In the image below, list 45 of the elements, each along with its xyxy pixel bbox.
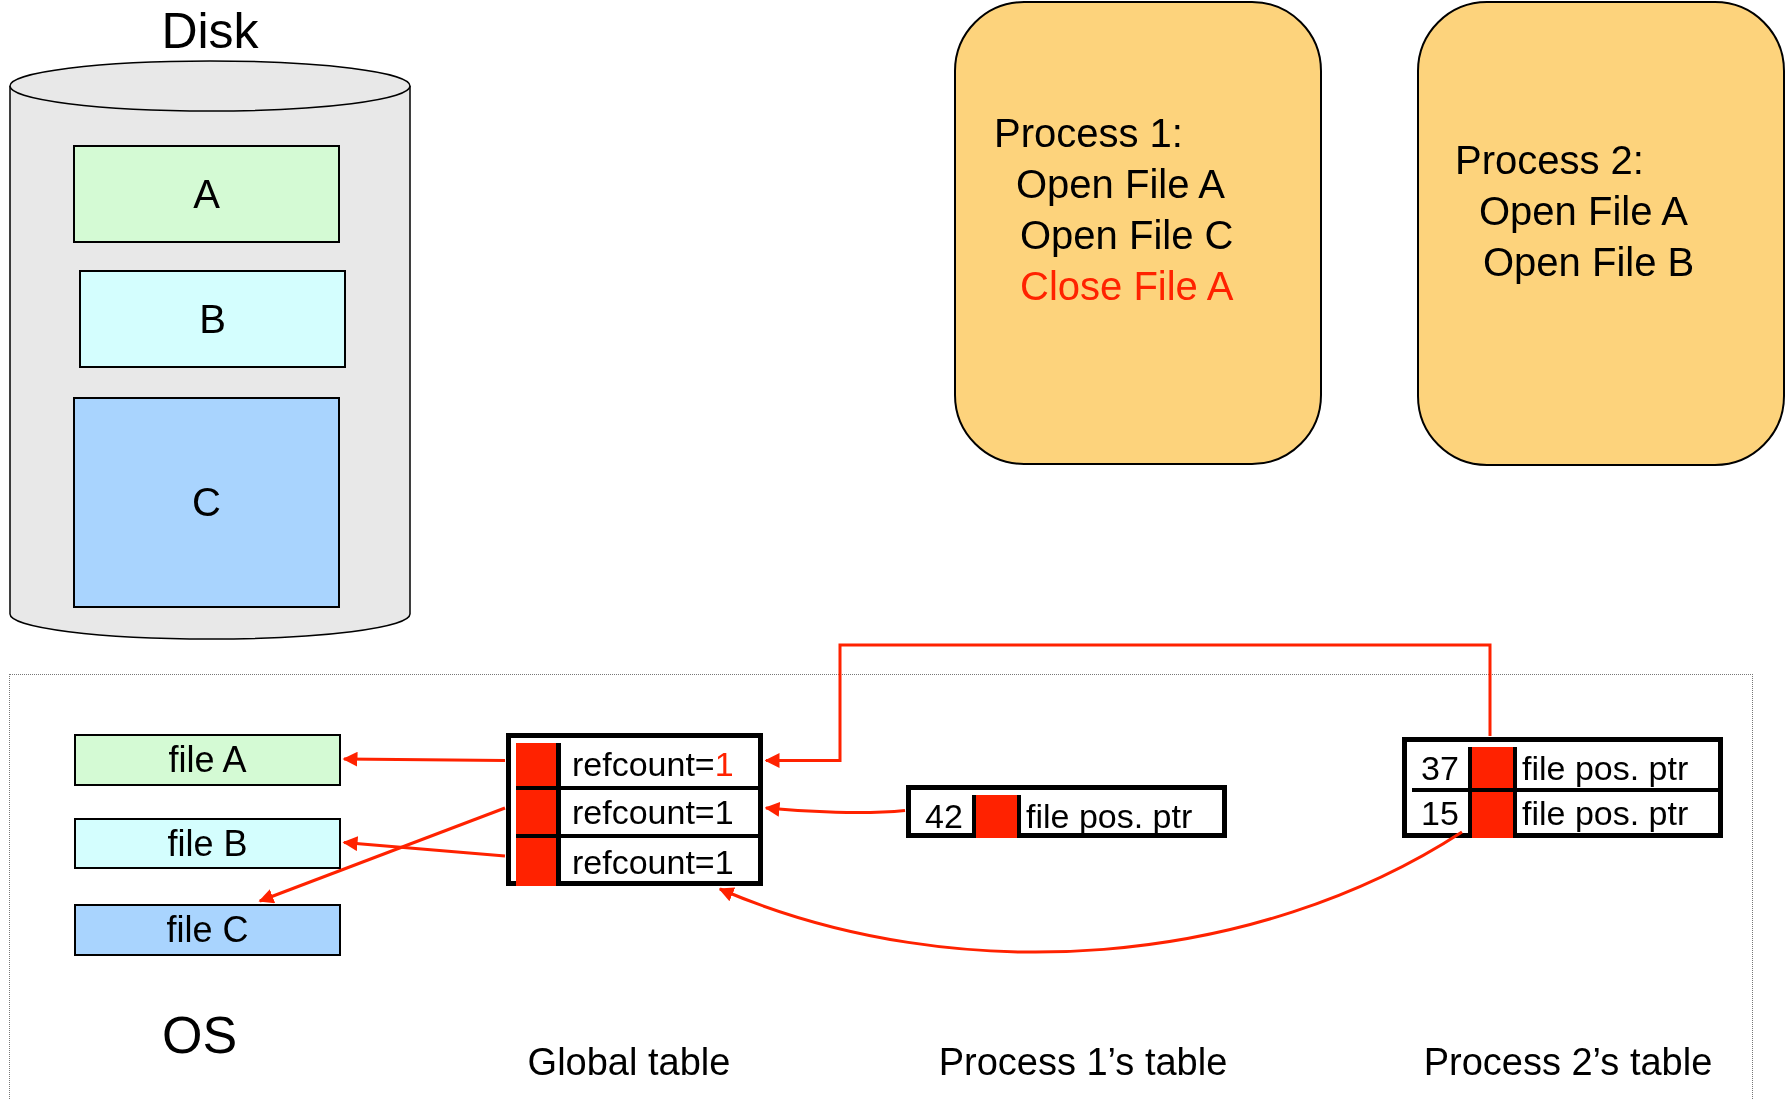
process-step: Close File A xyxy=(1020,264,1234,309)
process-step: Open File B xyxy=(1483,240,1695,285)
arrow xyxy=(764,643,1492,768)
file-entry-box xyxy=(74,734,341,786)
process-heading: Process 1: xyxy=(994,111,1183,156)
cell-text: file pos. ptr xyxy=(1522,749,1689,788)
process-heading: Process 2: xyxy=(1455,138,1644,183)
cell-text: file pos. ptr xyxy=(1026,797,1193,836)
table-caption: Global table xyxy=(526,1041,732,1084)
cell-text: file pos. ptr xyxy=(1522,794,1689,833)
refcount-text: refcount=1 xyxy=(572,842,734,882)
index-text: 42 xyxy=(924,797,964,836)
file-name: C xyxy=(192,480,221,525)
arrow xyxy=(718,830,1463,954)
disk-heading: Disk xyxy=(160,2,260,60)
process-card xyxy=(954,1,1322,465)
file-name: file A xyxy=(168,739,247,781)
refcount-value: 1 xyxy=(714,745,734,784)
process-card xyxy=(1417,1,1785,466)
table-caption: Process 1’s table xyxy=(937,1041,1229,1084)
file-block xyxy=(73,145,340,243)
file-name: A xyxy=(193,171,220,217)
index-text: 15 xyxy=(1420,794,1460,833)
process-step: Open File A xyxy=(1479,189,1688,234)
file-name: file B xyxy=(167,822,248,865)
refcount-text: refcount= xyxy=(572,745,715,784)
arrow xyxy=(764,801,906,817)
file-block xyxy=(73,397,340,608)
process-table xyxy=(906,785,1227,838)
file-name: file C xyxy=(166,909,249,951)
index-text: 37 xyxy=(1420,749,1460,788)
global-table xyxy=(506,733,763,886)
arrow xyxy=(342,751,505,767)
region-label: OS xyxy=(162,1005,238,1065)
process-step: Open File A xyxy=(1016,162,1225,207)
process-step: Open File C xyxy=(1020,213,1234,258)
refcount-text: refcount=1 xyxy=(572,792,734,832)
file-block xyxy=(79,270,346,368)
file-entry-box xyxy=(74,904,341,956)
file-name: B xyxy=(199,296,226,342)
file-entry-box xyxy=(74,818,341,869)
table-caption: Process 2’s table xyxy=(1422,1041,1714,1084)
arrow xyxy=(258,806,506,904)
process-table xyxy=(1402,737,1723,838)
os-region xyxy=(9,674,1753,1099)
